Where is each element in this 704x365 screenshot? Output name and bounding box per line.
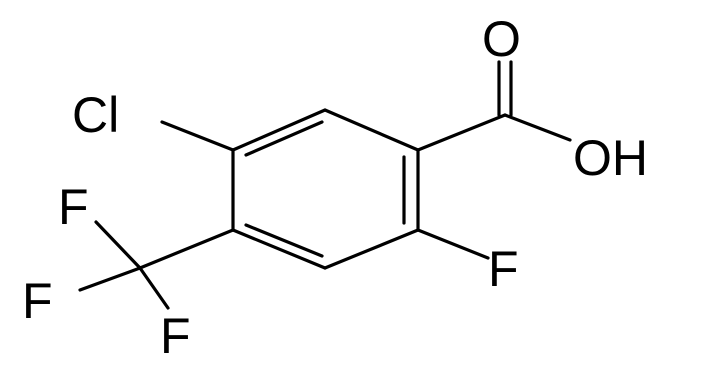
atom-labels: Cl O OH F F F F bbox=[22, 11, 648, 364]
bond-ring-to-chlorine bbox=[160, 120, 235, 152]
bond-cf3-to-f-top bbox=[94, 220, 142, 270]
cf3-fluorine-bottom-label: F bbox=[160, 308, 191, 364]
cf3-fluorine-top-label: F bbox=[58, 179, 89, 235]
bond-ring-to-fluorine bbox=[416, 228, 490, 260]
chlorine-label: Cl bbox=[72, 87, 119, 143]
hydroxyl-label: OH bbox=[573, 130, 648, 186]
bond-cf3-to-f-bottom bbox=[138, 266, 170, 310]
cf3-fluorine-left-label: F bbox=[22, 273, 53, 329]
bond-ring-to-cf3 bbox=[138, 228, 235, 270]
ring-bond-bottom-left-inner bbox=[244, 223, 324, 258]
ring-bond-bottom-left bbox=[231, 228, 327, 270]
ring-bond-bottom-right bbox=[323, 228, 420, 270]
ring-bond-top-left-inner bbox=[244, 120, 324, 157]
carbonyl-oxygen-label: O bbox=[482, 11, 521, 67]
bond-cf3-to-f-left bbox=[78, 266, 142, 292]
bond-ring-to-carboxyl bbox=[416, 113, 507, 152]
benzene-ring bbox=[231, 108, 420, 270]
substituent-bonds bbox=[78, 60, 572, 310]
bond-carboxyl-to-hydroxyl bbox=[503, 113, 572, 142]
ring-fluorine-label: F bbox=[488, 241, 519, 297]
ring-bond-top-right bbox=[323, 108, 420, 152]
ring-bond-top-left bbox=[231, 108, 327, 152]
